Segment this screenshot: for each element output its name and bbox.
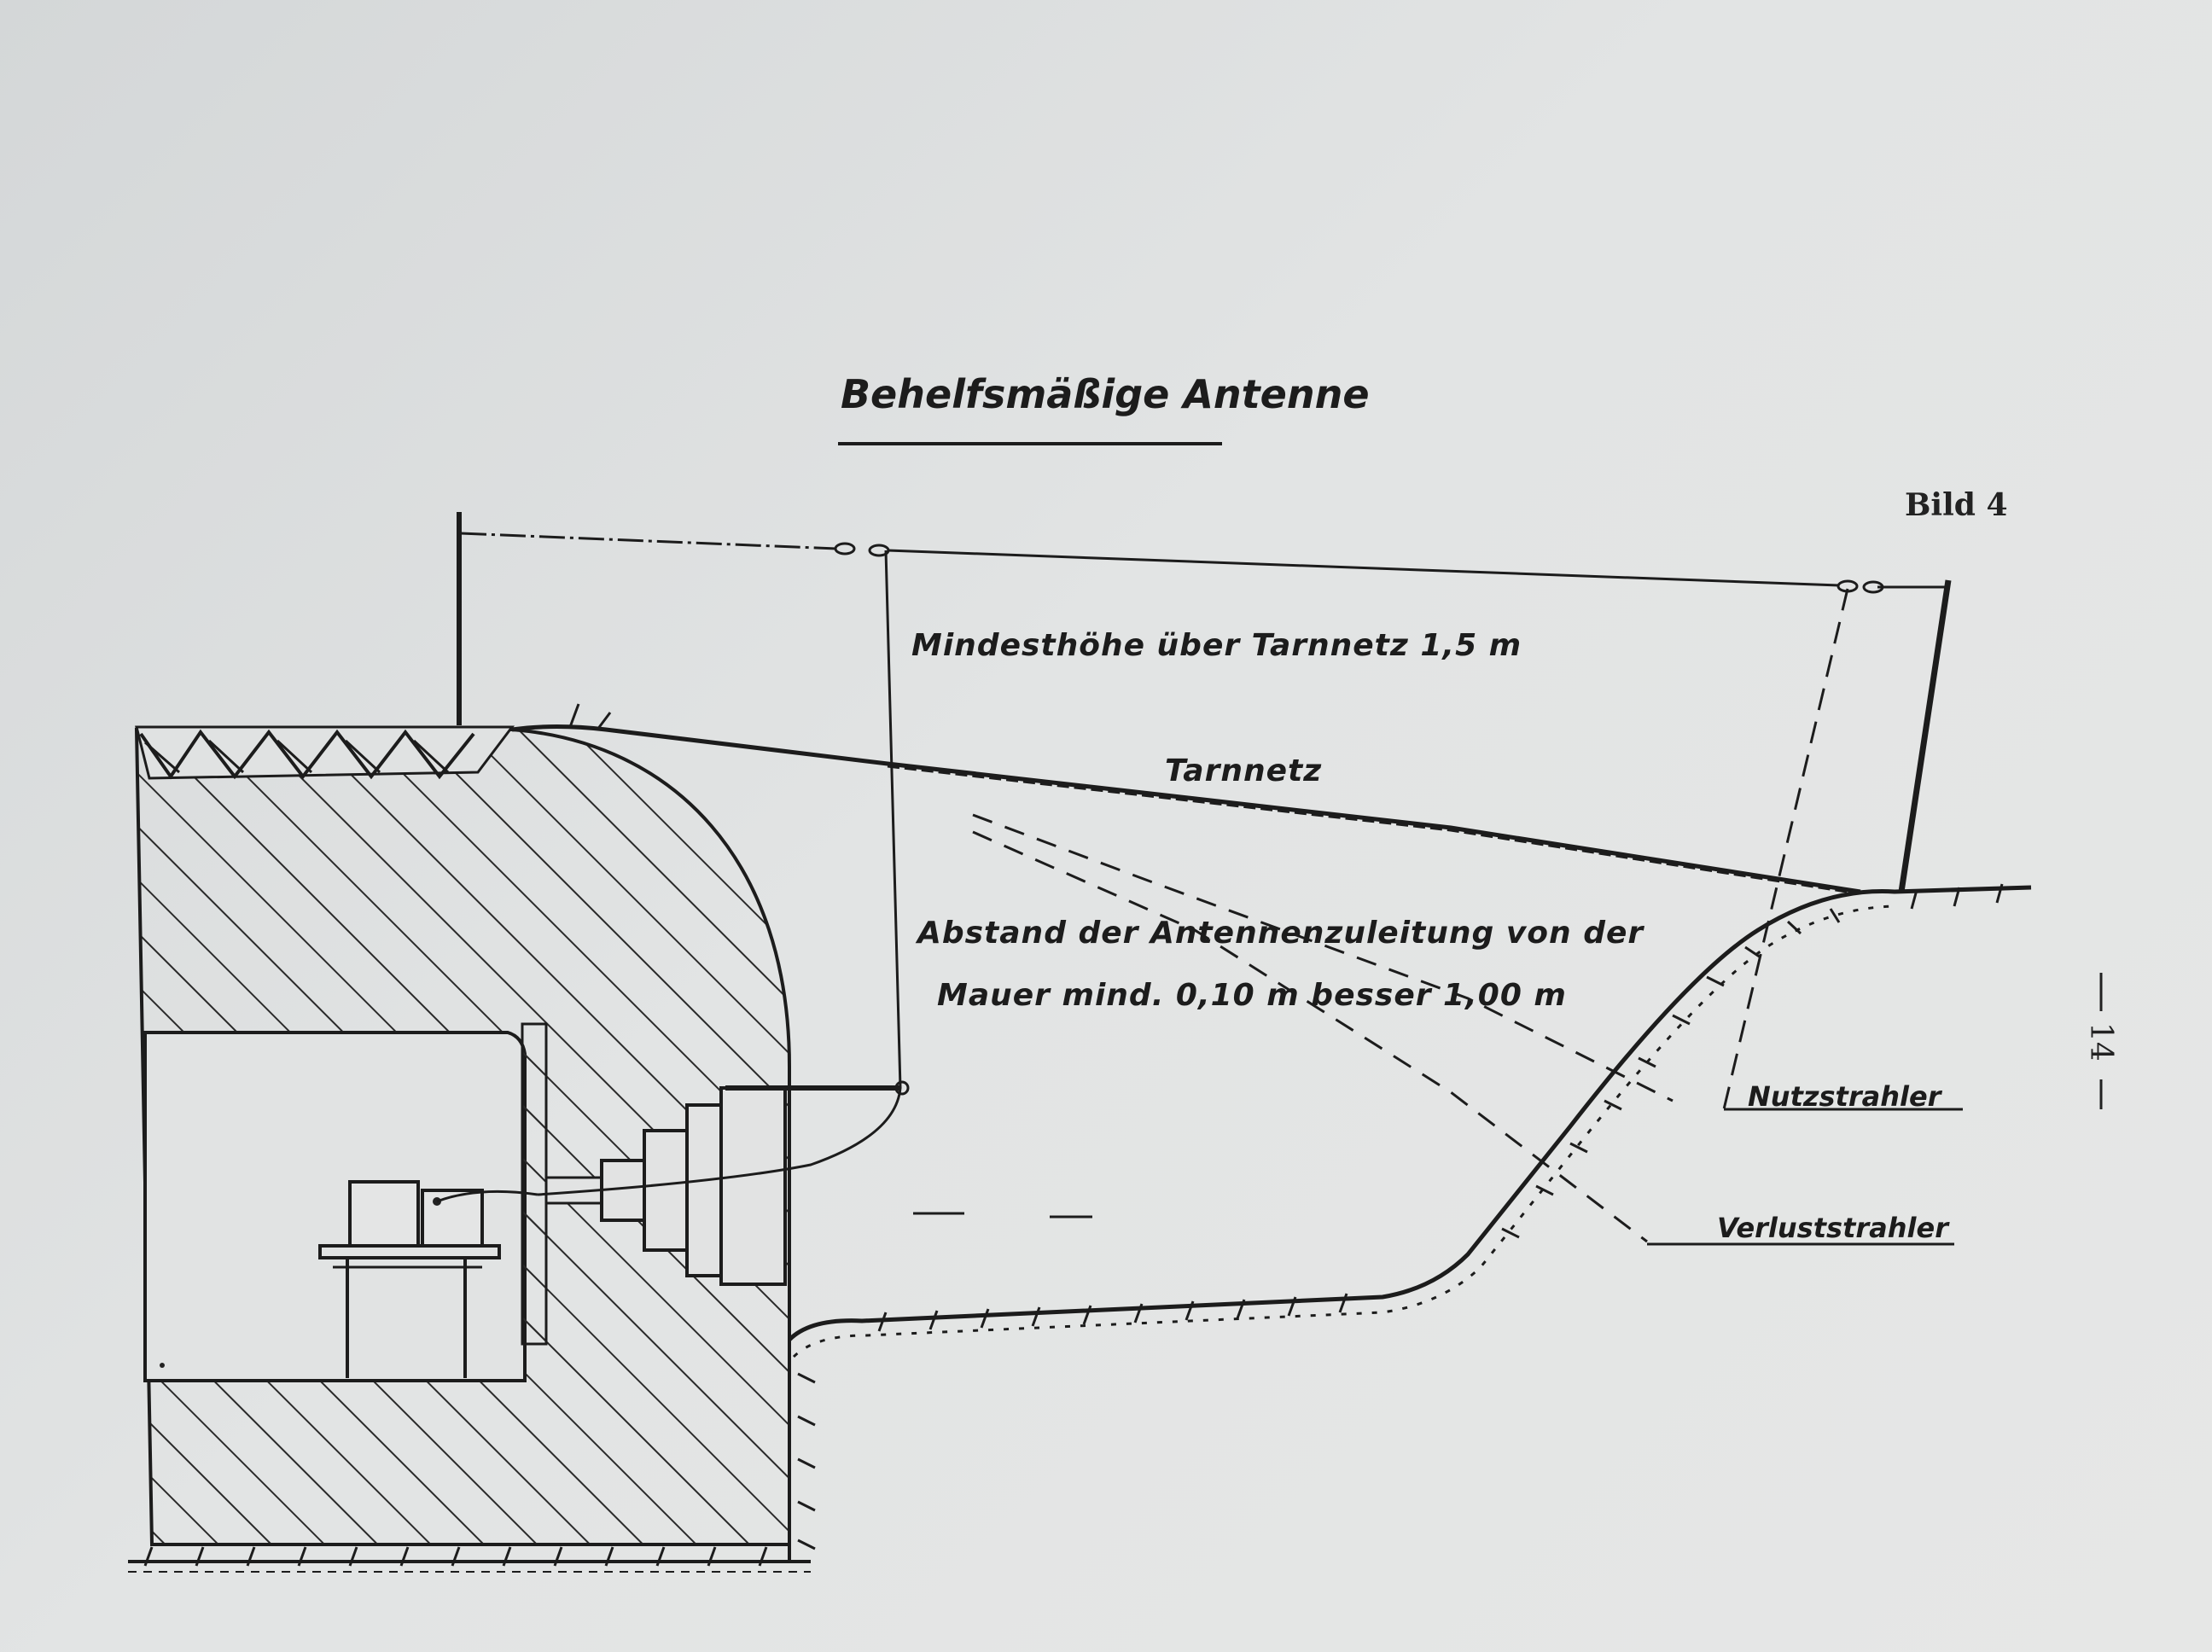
page-number: 14 [2083, 1022, 2118, 1062]
base-ground [128, 1546, 811, 1573]
useful-radiator-label: Nutzstrahler [1748, 1080, 1943, 1113]
diagram-title: Behelfsmäßige Antenne [841, 371, 1370, 417]
roof-earth-cover [135, 725, 515, 780]
camouflage-net-label: Tarnnetz [1165, 753, 1322, 788]
lead-distance-label-line1: Abstand der Antennenzuleitung von der [915, 916, 1644, 951]
camouflage-net [511, 703, 1861, 894]
min-height-label: Mindesthöhe über Tarnnetz 1,5 m [911, 628, 1522, 663]
lead-distance-label-line2: Mauer mind. 0,10 m besser 1,00 m [937, 978, 1567, 1013]
radio-set [348, 1180, 538, 1248]
antenna-wire [460, 532, 1947, 594]
loss-radiator-label: Verluststrahler [1717, 1212, 1950, 1244]
figure-label: Bild 4 [1905, 487, 2008, 523]
bunker-room [143, 1022, 548, 1382]
antenna-lead-in [537, 550, 902, 1196]
right-mast [1898, 579, 1952, 893]
ground-profile [788, 883, 2032, 1562]
radiation-lines [913, 588, 1963, 1246]
